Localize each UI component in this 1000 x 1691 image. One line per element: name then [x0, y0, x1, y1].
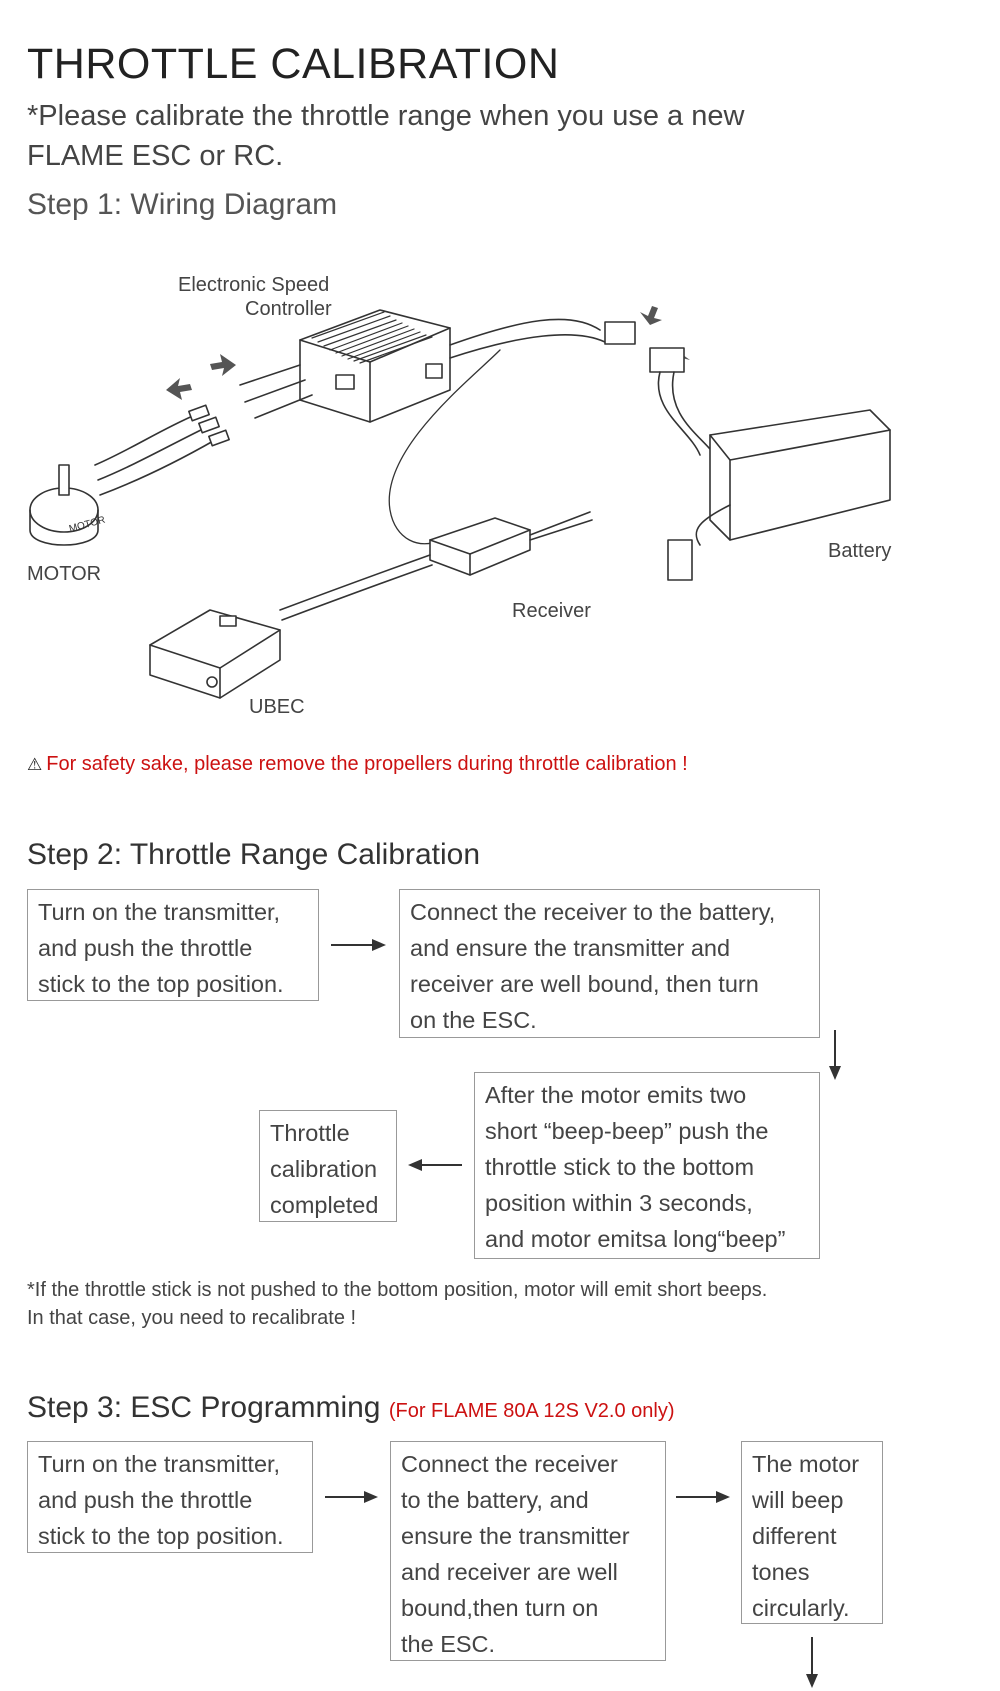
step2-box-turn-on-transmitter: Turn on the transmitter, and push the th… [27, 889, 319, 1001]
step3-heading: Step 3: ESC Programming (For FLAME 80A 1… [27, 1391, 675, 1425]
safety-warning: ⚠For safety sake, please remove the prop… [27, 753, 688, 776]
arrow-right-head-icon [716, 1491, 730, 1503]
ubec-drawing [149, 609, 281, 699]
warning-triangle-icon: ⚠ [27, 755, 43, 774]
step1-heading: Step 1: Wiring Diagram [27, 188, 338, 221]
step2-box-calibration-completed: Throttle calibration completed [259, 1110, 397, 1222]
ubec-label: UBEC [249, 696, 305, 718]
arrow-left-head-icon [408, 1159, 422, 1171]
intro-text: *Please calibrate the throttle range whe… [27, 96, 847, 176]
step2-box-connect-receiver: Connect the receiver to the battery, and… [399, 889, 820, 1038]
esc-drawing [239, 309, 606, 545]
step3-box-connect-receiver: Connect the receiver to the battery, and… [390, 1441, 666, 1661]
step3-heading-text: Step 3: ESC Programming [27, 1391, 381, 1424]
intro-line-2: FLAME ESC or RC. [27, 140, 284, 172]
battery-drawing [667, 409, 891, 581]
arrow-right-head-icon [364, 1491, 378, 1503]
step2-heading: Step 2: Throttle Range Calibration [27, 838, 481, 871]
page-title: THROTTLE CALIBRATION [27, 40, 560, 88]
safety-warning-text: For safety sake, please remove the prope… [46, 753, 688, 775]
intro-line-1: *Please calibrate the throttle range whe… [27, 100, 745, 132]
receiver-drawing [429, 511, 593, 576]
step3-box-motor-beeps: The motor will beep different tones circ… [741, 1441, 883, 1624]
step3-box-turn-on-transmitter: Turn on the transmitter, and push the th… [27, 1441, 313, 1553]
step2-note: *If the throttle stick is not pushed to … [27, 1276, 907, 1332]
motor-label: MOTOR [27, 563, 102, 585]
step2-box-after-beeps: After the motor emits two short “beep-be… [474, 1072, 820, 1259]
step2-note-line-2: In that case, you need to recalibrate ! [27, 1307, 357, 1329]
receiver-label: Receiver [512, 600, 591, 622]
step2-note-line-1: *If the throttle stick is not pushed to … [27, 1279, 768, 1301]
arrow-down-head-icon [829, 1066, 841, 1080]
esc-label-line2: Controller [245, 298, 332, 320]
esc-label-line1: Electronic Speed [178, 274, 330, 296]
battery-label: Battery [828, 540, 892, 562]
arrow-right-head-icon [372, 939, 386, 951]
arrow-down-head-icon [806, 1674, 818, 1688]
step3-subheading: (For FLAME 80A 12S V2.0 only) [388, 1400, 675, 1422]
wiring-diagram: MOTOR [29, 306, 891, 699]
